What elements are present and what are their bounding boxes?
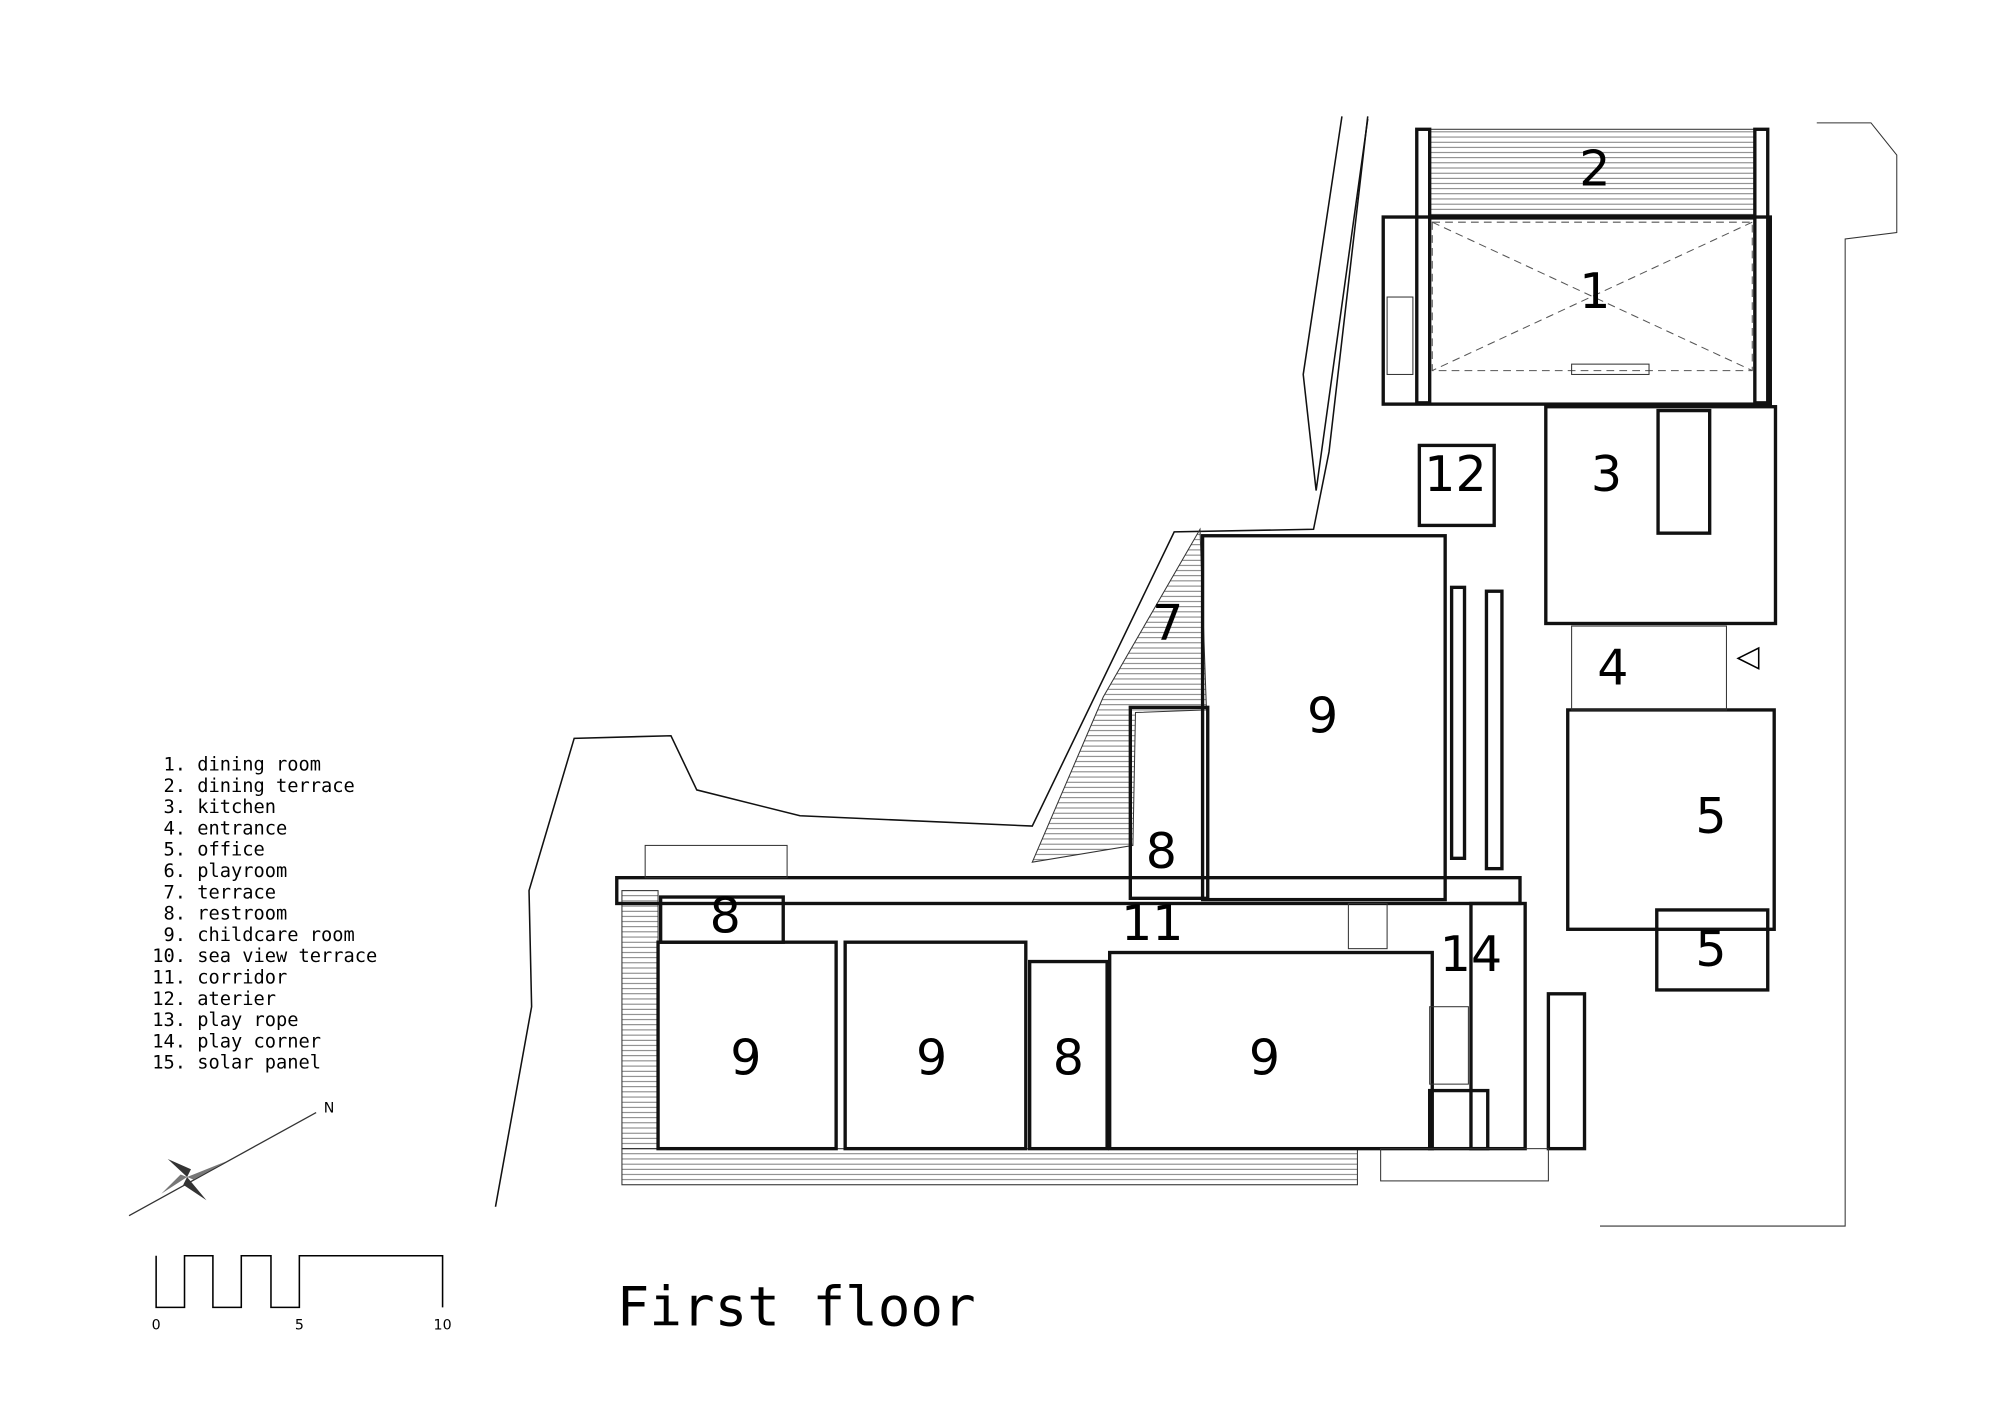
room-label: 5 (1695, 787, 1726, 845)
legend-item: 14. play corner (152, 1031, 321, 1052)
room-labels: 2 1 12 3 7 4 9 5 8 8 11 14 5 9 9 8 9 (710, 139, 1727, 1086)
legend-item: 11. corridor (152, 967, 287, 988)
legend-item: 4. entrance (152, 818, 287, 839)
site-boundary (494, 116, 1898, 1227)
legend-item: 5. office (152, 840, 265, 861)
south-terrace-strip (621, 1148, 1358, 1186)
room-label: 3 (1591, 445, 1622, 503)
room-label: 2 (1579, 139, 1610, 197)
scale-bar: 0 5 10 (152, 1254, 452, 1333)
room-label: 9 (1249, 1028, 1280, 1086)
legend-item: 10. sea view terrace (152, 946, 377, 967)
room-label: 8 (1146, 822, 1177, 880)
room-label: 9 (730, 1028, 761, 1086)
dining-room-void (1431, 221, 1753, 372)
legend-item: 15. solar panel (152, 1053, 321, 1074)
room-label: 8 (1053, 1028, 1084, 1086)
room-label: 5 (1695, 920, 1726, 978)
room-label: 1 (1579, 262, 1610, 320)
room-label: 12 (1424, 445, 1486, 503)
north-arrow-icon: N (128, 1101, 335, 1217)
drawing-title: First floor (617, 1275, 976, 1338)
room-label: 9 (1307, 686, 1338, 744)
west-terrace-strip (621, 890, 659, 1150)
legend-item: 12. aterier (152, 989, 276, 1010)
legend-item: 2. dining terrace (152, 776, 355, 797)
terrace-area (1031, 527, 1207, 863)
legend-item: 7. terrace (152, 882, 276, 903)
walls (615, 127, 1778, 1151)
legend-item: 8. restroom (152, 904, 287, 925)
legend-item: 9. childcare room (152, 925, 355, 946)
north-label: N (324, 1101, 335, 1117)
legend-item: 6. playroom (152, 861, 287, 882)
legend: 1. dining room 2. dining terrace 3. kitc… (152, 755, 377, 1074)
dining-counter (1571, 363, 1650, 375)
scale-tick: 10 (434, 1317, 452, 1333)
room-label: 4 (1597, 639, 1628, 697)
legend-item: 13. play rope (152, 1010, 298, 1031)
room-label: 7 (1152, 594, 1183, 652)
entrance-triangle-icon (1736, 646, 1760, 670)
room-label: 9 (916, 1028, 947, 1086)
room-label: 8 (710, 886, 741, 944)
stairs (644, 296, 1549, 1182)
room-label: 14 (1440, 925, 1502, 983)
scale-tick: 5 (295, 1317, 304, 1333)
legend-item: 3. kitchen (152, 797, 276, 818)
scale-tick: 0 (152, 1317, 161, 1333)
room-label: 11 (1121, 894, 1183, 952)
legend-item: 1. dining room (152, 755, 321, 776)
dining-terrace-area (1429, 128, 1756, 218)
